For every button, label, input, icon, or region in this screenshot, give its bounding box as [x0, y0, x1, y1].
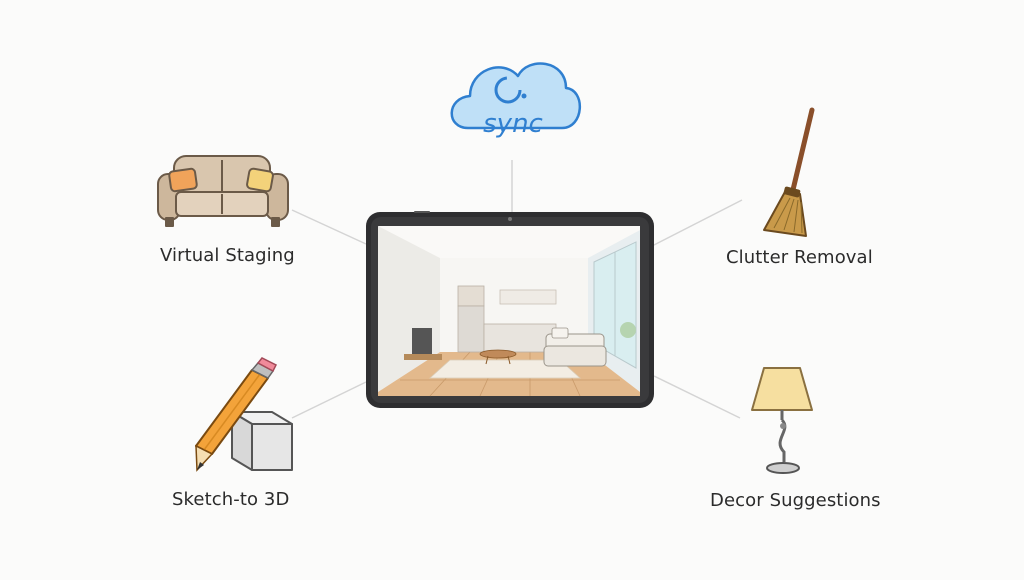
connector-virtual-staging [291, 209, 367, 245]
connector-clutter-removal [651, 199, 743, 247]
tablet-device [366, 211, 654, 408]
connector-sketch-to-3d [291, 381, 367, 419]
cloud-sync-icon: sync [450, 62, 582, 139]
broom-icon [763, 107, 815, 237]
tablet-screen [378, 226, 640, 397]
label-virtual-staging: Virtual Staging [160, 245, 295, 266]
sofa-icon [157, 155, 289, 227]
cloud-sync-text: sync [483, 109, 543, 139]
label-sketch-to-3d: Sketch-to 3D [172, 489, 290, 510]
label-decor-suggestions: Decor Suggestions [710, 490, 881, 511]
label-clutter-removal: Clutter Removal [726, 247, 873, 268]
lamp-icon [751, 367, 813, 474]
connector-lines [291, 160, 743, 419]
pencil-cube-icon [195, 357, 293, 472]
connector-decor-suggestions [653, 375, 741, 419]
